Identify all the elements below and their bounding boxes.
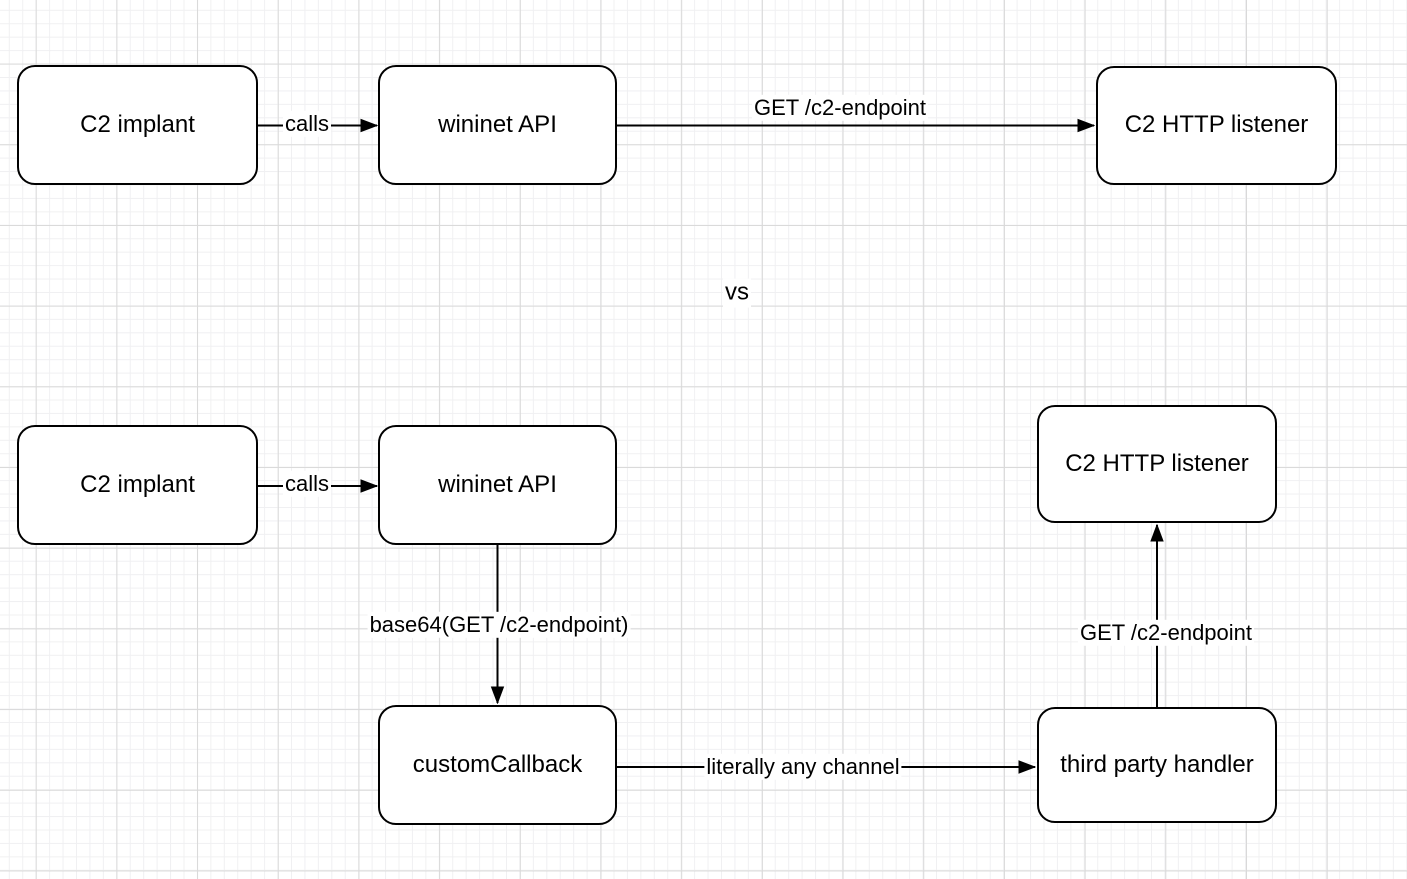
node-label: C2 implant <box>80 470 195 498</box>
node-third-party-handler[interactable]: third party handler <box>1037 707 1277 823</box>
node-c2-http-listener-bottom[interactable]: C2 HTTP listener <box>1037 405 1277 523</box>
node-label: customCallback <box>412 750 583 778</box>
node-custom-callback[interactable]: customCallback <box>378 705 617 825</box>
divider-vs-label[interactable]: vs <box>723 278 751 308</box>
edge-label-get-endpoint-bottom[interactable]: GET /c2-endpoint <box>1077 619 1255 647</box>
edge-label-base64[interactable]: base64(GET /c2-endpoint) <box>367 611 631 639</box>
node-label: C2 HTTP listener <box>1124 111 1309 139</box>
node-wininet-api-top[interactable]: wininet API <box>378 65 617 185</box>
node-label: C2 implant <box>80 110 195 138</box>
node-label: third party handler <box>1060 750 1254 778</box>
node-wininet-api-bottom[interactable]: wininet API <box>378 425 617 545</box>
edge-label-any-channel[interactable]: literally any channel <box>704 753 902 781</box>
node-label: C2 HTTP listener <box>1065 449 1249 477</box>
node-c2-implant-top[interactable]: C2 implant <box>17 65 258 185</box>
edge-label-get-endpoint-top[interactable]: GET /c2-endpoint <box>751 94 929 122</box>
node-label: wininet API <box>438 110 557 138</box>
edge-label-calls-bottom[interactable]: calls <box>282 470 332 498</box>
node-c2-http-listener-top[interactable]: C2 HTTP listener <box>1096 66 1337 185</box>
node-c2-implant-bottom[interactable]: C2 implant <box>17 425 258 545</box>
edge-label-calls-top[interactable]: calls <box>282 110 332 138</box>
node-label: wininet API <box>438 470 557 498</box>
